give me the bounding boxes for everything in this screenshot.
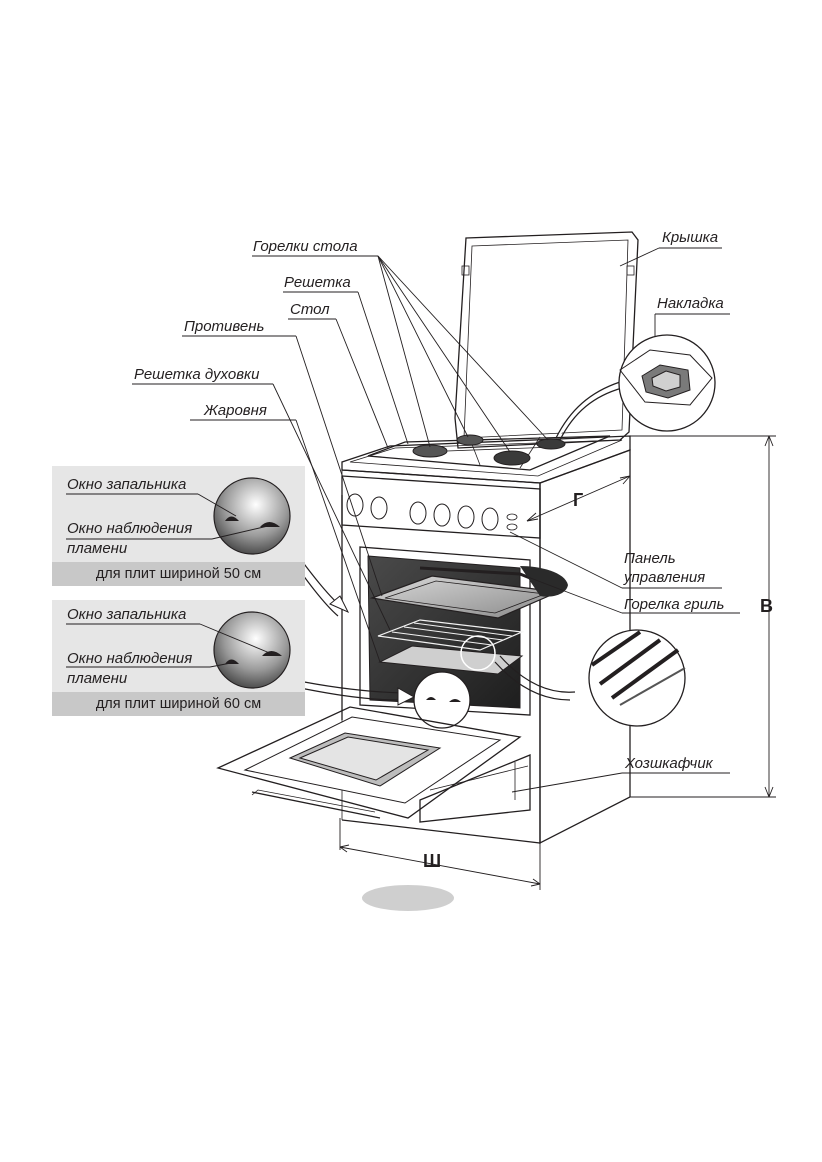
note-caption-60: для плит шириной 60 см bbox=[52, 692, 305, 716]
floor-shadow bbox=[362, 885, 454, 911]
label-control-panel-2: управления bbox=[624, 569, 706, 586]
label-storage-drawer: Хозшкафчик bbox=[625, 755, 713, 772]
label-overlay: Накладка bbox=[657, 295, 724, 312]
dimension-width-label: Ш bbox=[423, 851, 442, 871]
label-grill-burner: Горелка гриль bbox=[624, 596, 725, 613]
label-lid: Крышка bbox=[662, 229, 719, 246]
note2-ignition-window: Окно запальника bbox=[67, 606, 187, 623]
dimension-height-label: В bbox=[760, 596, 773, 616]
label-oven-rack: Решетка духовки bbox=[134, 366, 260, 383]
note1-flame-window-1: Окно наблюдения bbox=[67, 520, 193, 537]
leader-lines bbox=[132, 247, 740, 793]
dimension-lines bbox=[339, 435, 776, 890]
oven-door bbox=[216, 706, 522, 819]
note2-flame-window-2: пламени bbox=[67, 670, 128, 687]
grill-magnifier bbox=[494, 629, 686, 727]
dimension-depth-label: Г bbox=[573, 490, 584, 510]
oven-cavity bbox=[359, 546, 568, 729]
cooktop bbox=[341, 434, 631, 484]
label-table: Стол bbox=[290, 301, 330, 318]
control-panel-drawing bbox=[341, 475, 541, 539]
label-roaster: Жаровня bbox=[204, 402, 267, 419]
label-grate: Решетка bbox=[284, 274, 351, 291]
storage-drawer-drawing bbox=[419, 754, 531, 823]
lid-drawing bbox=[454, 231, 639, 449]
label-control-panel-1: Панель bbox=[624, 550, 676, 567]
note-caption-50: для плит шириной 50 см bbox=[52, 562, 305, 586]
note1-flame-window-2: пламени bbox=[67, 540, 128, 557]
note1-ignition-window: Окно запальника bbox=[67, 476, 187, 493]
overlay-magnifier bbox=[555, 334, 716, 441]
label-burners: Горелки стола bbox=[253, 238, 358, 255]
label-tray: Противень bbox=[184, 318, 265, 335]
note2-flame-window-1: Окно наблюдения bbox=[67, 650, 193, 667]
